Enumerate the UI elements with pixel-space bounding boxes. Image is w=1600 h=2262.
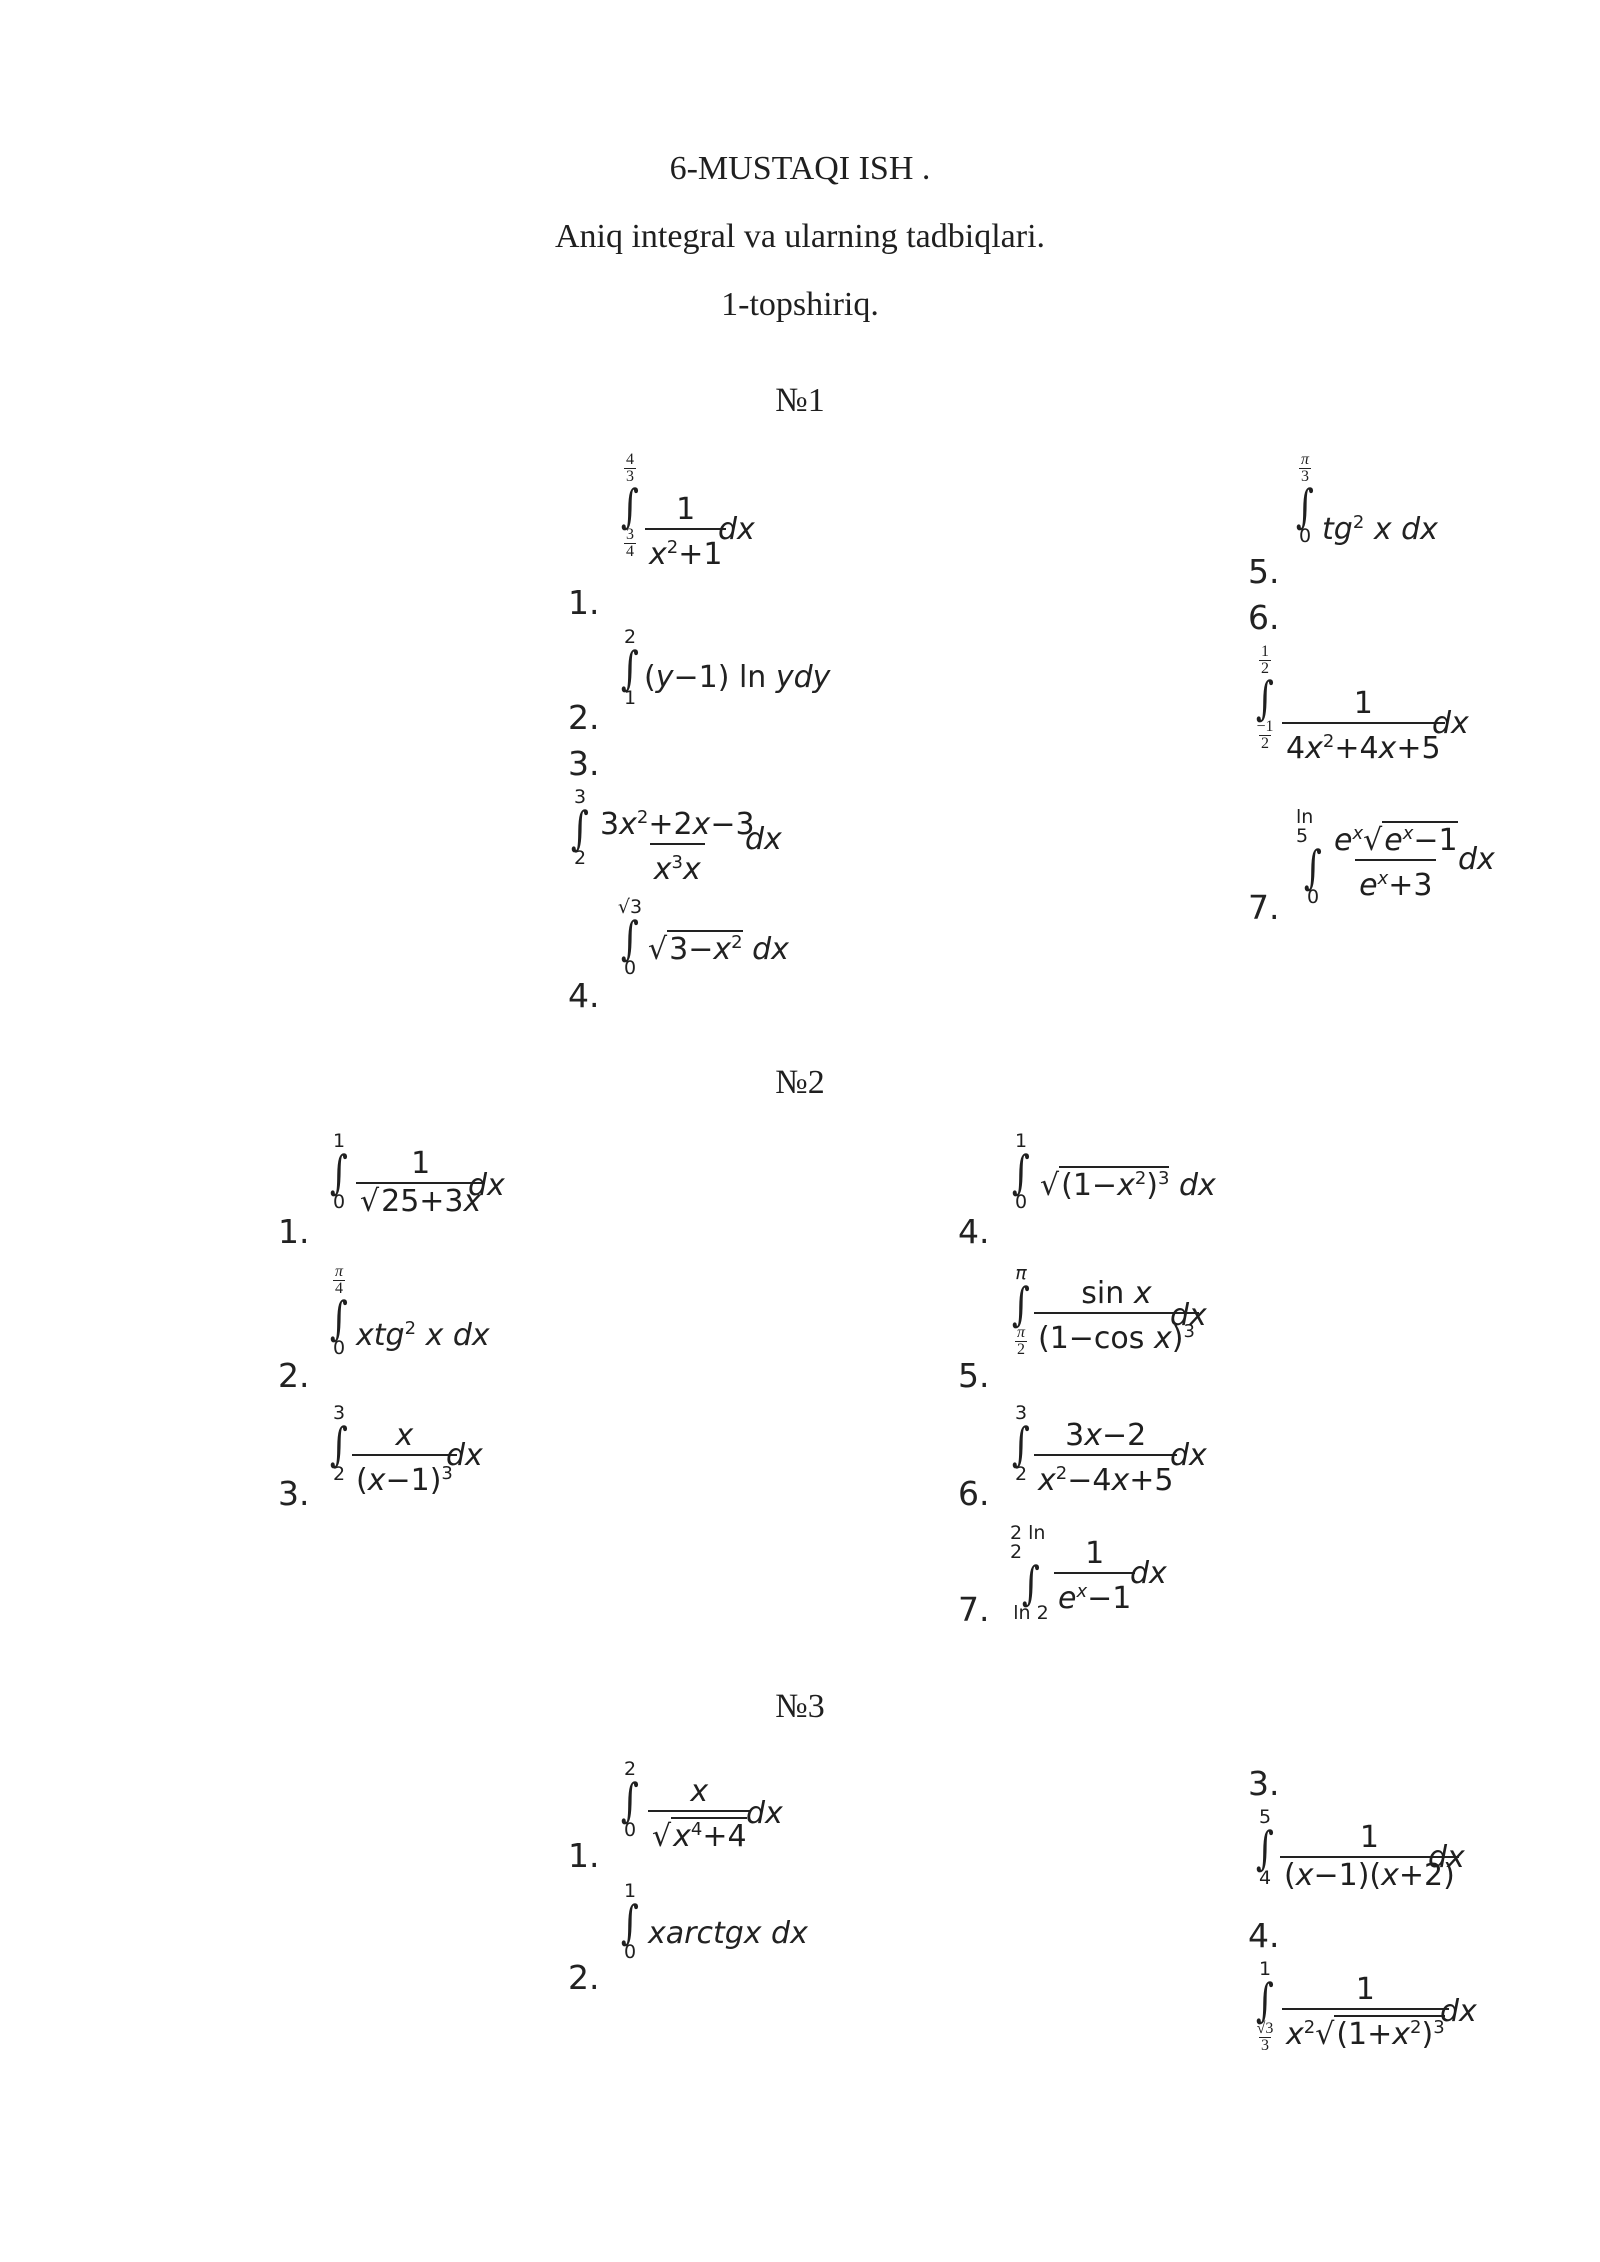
dx-1-6: dx [1432,706,1469,741]
item-number: 3. [1248,1764,1280,1803]
integrand-2-5: sin x(1−cos x)3 [1034,1276,1199,1357]
item-number: 2. [278,1356,310,1395]
integral-2-4: 1∫0 [1012,1130,1030,1213]
item-number: 1. [278,1212,310,1251]
dx-1-1: dx [718,512,755,547]
integral-1-2: 2∫1 [621,626,639,709]
item-number: 2. [568,698,600,737]
item-number: 6. [1248,598,1280,637]
integral-1-4: √3∫0 [617,896,643,979]
dx-1-7: dx [1458,842,1495,877]
dx-1-3: dx [745,822,782,857]
dx-2-6: dx [1170,1438,1207,1473]
item-number: 6. [958,1474,990,1513]
integral-2-7: 2 ln 2∫ln 2 [1010,1522,1049,1624]
integral-3-2: 1∫0 [621,1880,639,1963]
integral-1-3: 3∫2 [571,786,589,869]
integrand-2-4: √(1−x2)3 dx [1040,1166,1216,1203]
integral-3-3: 5∫4 [1256,1806,1274,1889]
item-number: 3. [568,744,600,783]
integrand-1-5: tg2 x dx [1322,512,1438,547]
integral-2-1: 1∫0 [330,1130,348,1213]
item-number: 7. [1248,888,1280,927]
item-number: 4. [1248,1916,1280,1955]
item-number: 5. [958,1356,990,1395]
section-2-label: №2 [775,1064,825,1101]
task-label: 1-topshiriq. [721,286,879,323]
integrand-2-1: 1√25+3x [356,1146,486,1220]
dx-2-3: dx [446,1438,483,1473]
integrand-1-4: √3−x2 dx [648,930,789,967]
item-number: 1. [568,1836,600,1875]
integral-2-6: 3∫2 [1012,1402,1030,1485]
integral-1-7: ln 5∫0 [1296,806,1322,908]
page-subtitle: Aniq integral va ularning tadbiqlari. [554,218,1046,255]
section-1-label: №1 [775,382,825,419]
item-number: 1. [568,583,600,622]
integrand-3-1: x√x4+4 [648,1774,751,1855]
page-title: 6-MUSTAQI ISH . [669,150,931,187]
item-number: 2. [568,1958,600,1997]
item-number: 7. [958,1590,990,1629]
dx-2-7: dx [1130,1556,1167,1591]
integrand-3-2: xarctgx dx [648,1916,808,1951]
item-number: 3. [278,1474,310,1513]
integrand-2-3: x(x−1)3 [352,1418,457,1499]
item-number: 4. [568,976,600,1015]
dx-3-1: dx [746,1796,783,1831]
integrand-2-2: xtg2 x dx [356,1318,490,1353]
dx-3-3: dx [1428,1840,1465,1875]
integral-3-1: 2∫0 [621,1758,639,1841]
dx-2-5: dx [1170,1298,1207,1333]
section-3-label: №3 [775,1688,825,1725]
integral-2-3: 3∫2 [330,1402,348,1485]
item-number: 5. [1248,552,1280,591]
integrand-1-2: (y−1) ln ydy [644,660,831,695]
dx-3-4: dx [1440,1994,1477,2029]
dx-2-1: dx [468,1168,505,1203]
item-number: 4. [958,1212,990,1251]
integrand-3-3: 1(x−1)(x+2) [1280,1820,1459,1894]
